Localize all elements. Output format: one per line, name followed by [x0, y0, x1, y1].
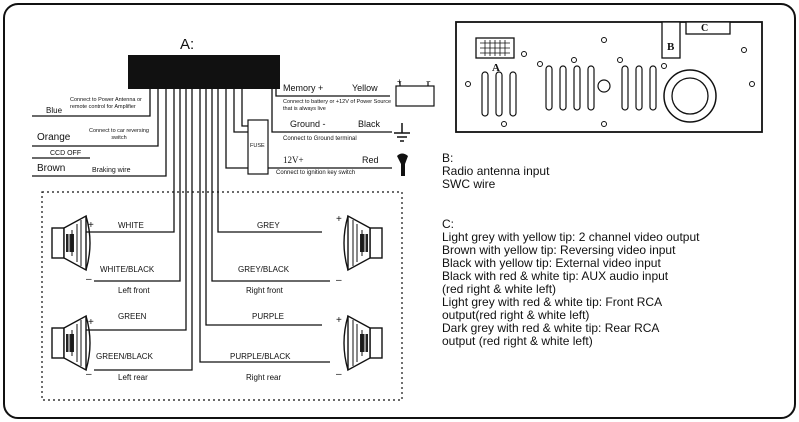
section-b-line: Radio antenna input [442, 164, 550, 178]
speaker-left-rear [51, 315, 91, 371]
section-b-heading: B: [442, 151, 454, 165]
battery-icon [395, 82, 435, 107]
section-c-line: output(red right & white left) [442, 308, 590, 322]
section-c-line: Brown with yellow tip: Reversing video i… [442, 243, 676, 257]
memory-note: Connect to battery or +12V of Power Sour… [283, 99, 392, 112]
connector-a [128, 55, 280, 89]
back-panel-b-label: B [667, 41, 675, 53]
wire-blue-note: Connect to Power Antenna or remote contr… [70, 97, 142, 110]
right-front-pos-label: GREY [257, 221, 280, 230]
plus-sign: + [336, 315, 342, 326]
minus-sign: – [86, 369, 92, 380]
right-front-neg-label: GREY/BLACK [238, 265, 290, 274]
section-b: B: Radio antenna input SWC wire [442, 152, 549, 191]
plus-sign: + [88, 220, 94, 231]
wire-orange-note: Connect to car reversing switch [89, 128, 149, 141]
right-rear-neg-label: PURPLE/BLACK [230, 352, 291, 361]
back-panel-a-label: A [492, 62, 500, 74]
left-front-pos-label: WHITE [118, 221, 144, 230]
ignition-label: 12V+ [283, 155, 304, 165]
back-panel [455, 21, 763, 133]
black-label: Black [358, 119, 381, 129]
section-c: C: Light grey with yellow tip: 2 channel… [442, 218, 700, 348]
wire-blue-label: Blue [46, 106, 63, 115]
right-front-name: Right front [246, 286, 283, 295]
ccd-off-label: CCD OFF [50, 150, 82, 157]
speaker-right-front [343, 215, 383, 271]
section-c-line: Dark grey with red & white tip: Rear RCA [442, 321, 660, 335]
left-rear-neg-label: GREEN/BLACK [96, 352, 153, 361]
memory-label: Memory + [283, 83, 324, 93]
wire-orange-label: Orange [37, 132, 71, 143]
ignition-note: Connect to ignition key switch [276, 170, 356, 176]
section-c-line: output (red right & white left) [442, 334, 593, 348]
ignition-key-icon [397, 153, 408, 176]
minus-sign: – [336, 275, 342, 286]
plus-sign: + [88, 317, 94, 328]
left-rear-pos-label: GREEN [118, 312, 147, 321]
fuse-label: FUSE [250, 143, 265, 149]
right-rear-pos-label: PURPLE [252, 312, 285, 321]
ground-label: Ground - [290, 119, 326, 129]
speaker-right-rear [343, 315, 383, 371]
left-front-name: Left front [118, 286, 150, 295]
plus-sign: + [336, 214, 342, 225]
section-c-line: Light grey with red & white tip: Front R… [442, 295, 663, 309]
fuse [247, 119, 269, 175]
ground-icon [394, 123, 410, 142]
section-c-heading: C: [442, 217, 454, 231]
section-c-line: Light grey with yellow tip: 2 channel vi… [442, 230, 700, 244]
section-c-line: Black with red & white tip: AUX audio in… [442, 269, 669, 283]
left-rear-name: Left rear [118, 373, 148, 382]
ground-note: Connect to Ground terminal [283, 136, 357, 142]
section-b-line: SWC wire [442, 177, 496, 191]
connector-a-label: A: [180, 36, 195, 53]
section-c-line: Black with yellow tip: External video in… [442, 256, 661, 270]
minus-sign: – [86, 274, 92, 285]
wire-brown-note: Braking wire [92, 167, 131, 174]
red-label: Red [362, 155, 379, 165]
back-panel-c-label: C [701, 23, 709, 34]
section-c-line: (red right & white left) [442, 282, 557, 296]
wire-brown-label: Brown [37, 163, 66, 174]
yellow-label: Yellow [352, 83, 378, 93]
speaker-left-front [51, 215, 91, 271]
minus-sign: – [336, 369, 342, 380]
right-rear-name: Right rear [246, 373, 282, 382]
left-front-neg-label: WHITE/BLACK [100, 265, 155, 274]
svg-text:+: + [397, 77, 402, 86]
svg-text:−: − [426, 77, 431, 86]
